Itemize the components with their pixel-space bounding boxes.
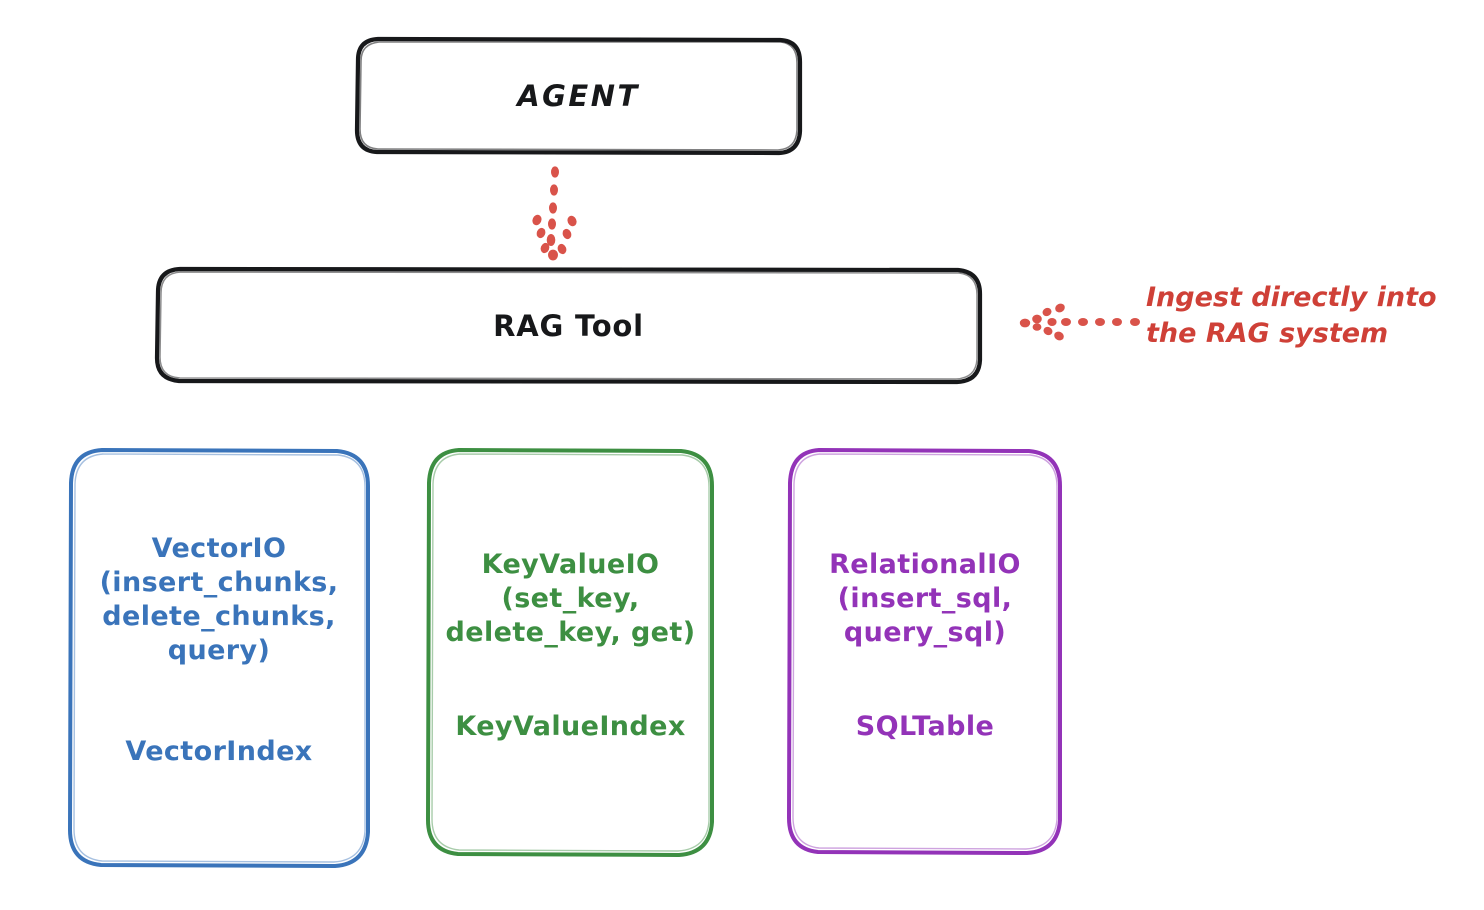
vector-store-api-label: VectorIO (insert_chunks, delete_chunks, … — [99, 533, 339, 667]
agent-label: AGENT — [517, 79, 640, 113]
key-value-store-api-label: KeyValueIO (set_key, delete_key, get) — [445, 549, 696, 649]
vector-store-index-label: VectorIndex — [125, 736, 313, 767]
relational-store-api-label: RelationalIO (insert_sql, query_sql) — [829, 549, 1021, 649]
ingest-to-rag-arrow-icon — [1019, 303, 1140, 341]
agent-to-rag-arrow-icon — [532, 166, 577, 261]
rag-tool-label: RAG Tool — [493, 309, 644, 343]
relational-store-index-label: SQLTable — [855, 711, 995, 742]
key-value-store-index-label: KeyValueIndex — [455, 711, 686, 742]
ingest-annotation-text: Ingest directly into the RAG system — [1146, 282, 1437, 350]
key-value-store-box[interactable] — [426, 448, 714, 857]
relational-store-box[interactable] — [787, 448, 1062, 855]
